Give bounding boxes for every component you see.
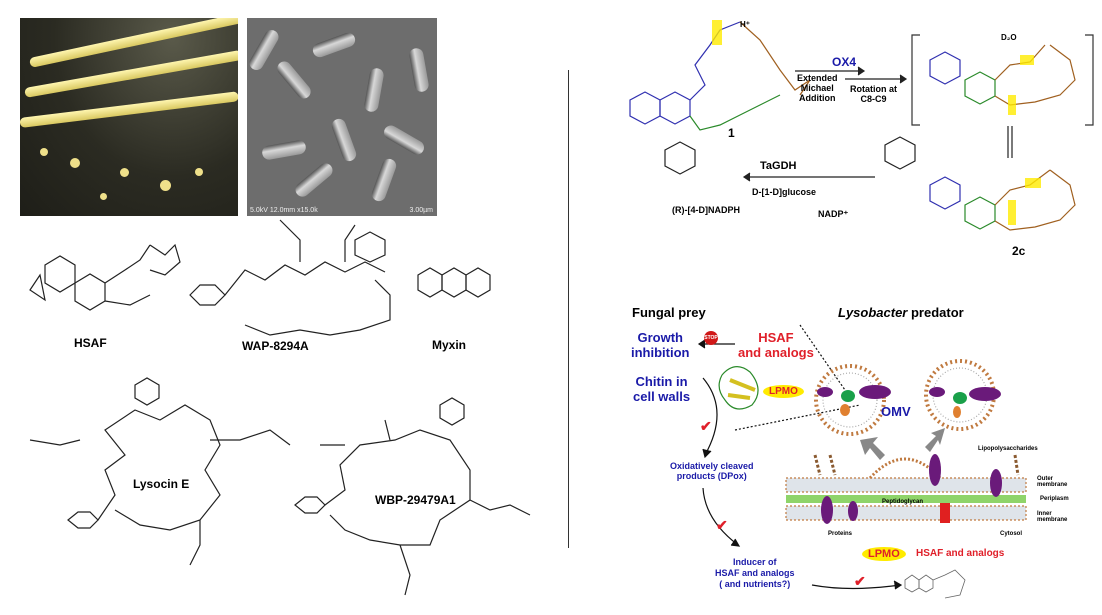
glucose-label: D-[1-D]glucose: [752, 187, 817, 197]
panel-divider: [568, 70, 569, 548]
sem-info: 5.0kV 12.0mm x15.0k: [250, 207, 318, 214]
compound-2c-label: 2c: [1012, 244, 1026, 258]
petri-dish-photo: [20, 18, 238, 216]
chitin-label: Chitin in cell walls: [633, 374, 691, 404]
proteins-label: Proteins: [828, 531, 853, 537]
hsaf-analogs-bottom-label: HSAF and analogs: [916, 548, 1005, 559]
check-mark-icon-2: ✔: [716, 517, 728, 533]
tagdh-enzyme-label: TaGDH: [760, 160, 797, 172]
wap-structure: [189, 219, 391, 336]
omv-label: OMV: [881, 404, 911, 419]
wbp-29479a1-label: WBP-29479A1: [375, 493, 456, 507]
cell-envelope: [785, 454, 1027, 524]
wap-8294a-label: WAP-8294A: [242, 339, 309, 353]
omv-vesicle-right: [924, 359, 1001, 431]
lpmo-label: LPMO: [763, 385, 804, 398]
ox4-enzyme-label: OX4: [832, 55, 857, 69]
omv-vesicle-left: [814, 364, 891, 436]
wbp-structure: [294, 397, 531, 596]
nadp-label: NADP⁺: [818, 209, 849, 219]
inner-membrane-label: Inner membrane: [1037, 511, 1068, 523]
peptidoglycan-label: Peptidoglycan: [882, 499, 924, 505]
h-plus-label: H⁺: [740, 20, 750, 29]
compound-1-label: 1: [728, 126, 735, 140]
outer-membrane-label: Outer membrane: [1037, 476, 1068, 488]
lysobacter-predator-title: Lysobacter predator: [838, 305, 964, 320]
check-mark-icon-3: ✔: [854, 573, 866, 589]
hsaf-analogs-label: HSAF and analogs: [738, 330, 814, 360]
cytosol-label: Cytosol: [1000, 531, 1023, 537]
lpmo-protein-structure: [718, 366, 759, 410]
compound-2c-structure: [929, 169, 1076, 231]
hsaf-structure: [29, 243, 181, 311]
lysobacter-genus: Lysobacter: [838, 305, 908, 320]
lysocin-e-label: Lysocin E: [133, 477, 190, 491]
sem-micrograph: 5.0kV 12.0mm x15.0k 3.00µm: [247, 18, 437, 216]
compound-1-structure: [629, 20, 811, 131]
hsaf-small-structure: [904, 569, 966, 599]
oxidized-products-label: Oxidatively cleaved products (DPox): [670, 461, 754, 481]
lpmo-bottom-label: LPMO: [862, 547, 906, 561]
d2o-label: D₂O: [1001, 33, 1017, 42]
lipopolysaccharides-label: Lipopolysaccharides: [978, 446, 1038, 452]
intermediate-structure: [911, 34, 1094, 126]
nadph-label: (R)-[4-D]NADPH: [672, 205, 740, 215]
stop-sign-icon: STOP: [704, 331, 718, 345]
myxin-structure: [417, 267, 491, 298]
lysocin-structure: [29, 377, 291, 566]
fungal-prey-title: Fungal prey: [632, 305, 706, 320]
inducer-label: Inducer of HSAF and analogs ( and nutrie…: [715, 557, 795, 589]
sem-scale: 3.00µm: [409, 207, 434, 214]
michael-addition-label: Extended Michael Addition: [797, 73, 838, 103]
grey-arrows: [860, 428, 945, 460]
growth-inhibition-label: Growth inhibition: [631, 330, 690, 360]
check-mark-icon-1: ✔: [700, 418, 712, 434]
periplasm-label: Periplasm: [1040, 496, 1069, 502]
hsaf-label: HSAF: [74, 336, 107, 350]
rotation-label: Rotation at C8-C9: [850, 84, 897, 104]
nadph-structure: [664, 136, 916, 175]
predator-word: predator: [907, 305, 964, 320]
myxin-label: Myxin: [432, 338, 467, 352]
